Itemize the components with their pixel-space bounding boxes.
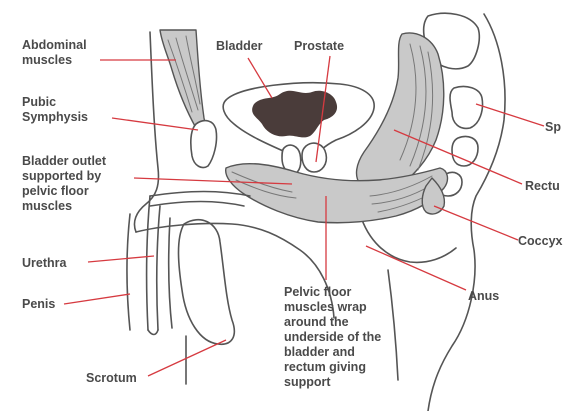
- label-pubic-symphysis: Pubic Symphysis: [22, 95, 88, 124]
- leader-urethra: [88, 256, 154, 262]
- leader-coccyx: [434, 206, 518, 240]
- vertebra-3: [452, 136, 478, 166]
- label-rectum: Rectu: [525, 179, 560, 193]
- pubic-symphysis-shape: [191, 121, 217, 168]
- leg-outline: [388, 270, 398, 380]
- label-coccyx: Coccyx: [518, 234, 563, 248]
- vertebra-2: [450, 86, 483, 128]
- label-bladder-outlet: Bladder outlet supported by pelvic floor…: [22, 154, 110, 213]
- label-prostate: Prostate: [294, 39, 344, 53]
- abdominal-muscle-shape: [160, 30, 205, 129]
- label-spine: Sp: [545, 120, 561, 134]
- penis-shape: [127, 192, 250, 335]
- label-anus: Anus: [468, 289, 499, 303]
- leader-scrotum: [148, 340, 226, 376]
- abdominal-wall-outline: [134, 32, 158, 232]
- label-urethra: Urethra: [22, 256, 68, 270]
- label-penis: Penis: [22, 297, 55, 311]
- scrotum-shape: [179, 220, 235, 384]
- label-abdominal-muscles: Abdominal muscles: [22, 38, 90, 67]
- buttock-outline: [360, 214, 456, 262]
- label-bladder: Bladder: [216, 39, 263, 53]
- leader-spine: [476, 104, 544, 126]
- label-scrotum: Scrotum: [86, 371, 137, 385]
- leader-penis: [64, 294, 130, 304]
- label-pelvic-floor: Pelvic floor muscles wrap around the und…: [284, 285, 385, 389]
